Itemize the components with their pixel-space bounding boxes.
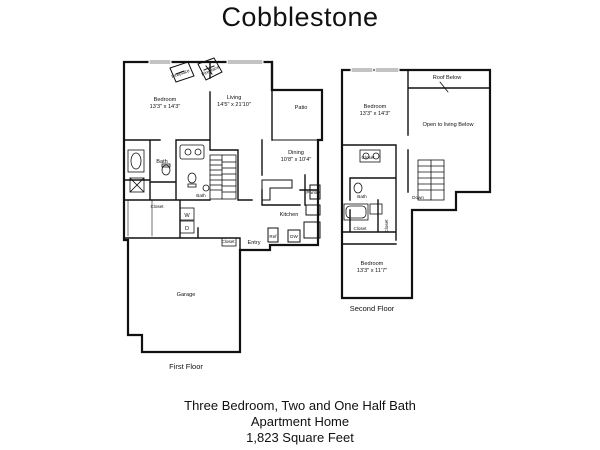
bedroom-top-size: 13'3" x 14'3" <box>360 111 391 117</box>
page-title: Cobblestone <box>221 2 379 32</box>
closet-label: Closet <box>150 204 164 209</box>
patio-label: Patio <box>295 105 308 111</box>
bedroom-size: 13'3" x 14'3" <box>150 104 181 110</box>
fireplace-label: Fireplace <box>171 68 191 79</box>
caption-line-3: 1,823 Square Feet <box>246 430 354 445</box>
bedroom-bottom-size: 13'3" x 11'7" <box>357 268 387 274</box>
dryer-label: D <box>185 226 189 232</box>
kitchen-label: Kitchen <box>280 212 299 218</box>
entry-label: Entry <box>247 240 260 246</box>
closet-label-2: Closet <box>221 239 235 244</box>
bath-label-2: Bath <box>196 193 206 198</box>
ref-label: Ref <box>269 234 277 239</box>
bath-fixtures <box>127 144 210 193</box>
closet-label-4: Closet <box>353 226 367 231</box>
garage-label: Garage <box>177 292 196 298</box>
stairs-first-floor <box>209 154 237 200</box>
washer-label: W <box>184 213 190 219</box>
bath-label-3: Bath <box>357 194 367 199</box>
bedroom-bottom-label: Bedroom <box>361 261 384 267</box>
second-floor-labels: Bedroom 13'3" x 14'3" Roof Below Open to… <box>350 75 475 313</box>
bath-label: Bath <box>156 159 168 165</box>
bedroom-label: Bedroom <box>154 97 177 103</box>
second-floor-interior-walls <box>341 69 491 245</box>
dw-label: DW <box>290 234 298 239</box>
caption-line-1: Three Bedroom, Two and One Half Bath <box>184 398 416 413</box>
living-size: 14'5" x 21'10" <box>217 102 251 108</box>
dining-size: 10'8" x 10'4" <box>281 157 312 163</box>
garage-wall <box>127 239 241 353</box>
second-floor-label: Second Floor <box>350 304 395 313</box>
first-floor-label: First Floor <box>169 362 203 371</box>
bedroom-top-label: Bedroom <box>364 104 387 110</box>
caption-line-2: Apartment Home <box>250 414 350 429</box>
first-floor-plan <box>122 57 324 354</box>
kitchen-counter <box>261 179 321 243</box>
closet-label-3: Closet <box>361 155 375 160</box>
first-floor-interior-walls <box>123 61 319 251</box>
stairs-second-floor <box>417 159 445 201</box>
living-label: Living <box>227 95 242 101</box>
roof-below-label: Roof Below <box>433 75 463 81</box>
second-floor-outer-wall <box>340 68 492 300</box>
dining-label: Dining <box>288 150 304 156</box>
pantry-label: Pantry <box>306 190 320 195</box>
first-floor-labels: Bedroom 13'3" x 14'3" Living 14'5" x 21'… <box>150 64 321 371</box>
open-below-label: Open to living Below <box>423 122 475 128</box>
down-label: Down <box>412 195 424 200</box>
closet-label-5: Closet <box>384 219 389 233</box>
fireplace-icon <box>169 57 223 83</box>
second-floor-plan <box>340 68 492 300</box>
